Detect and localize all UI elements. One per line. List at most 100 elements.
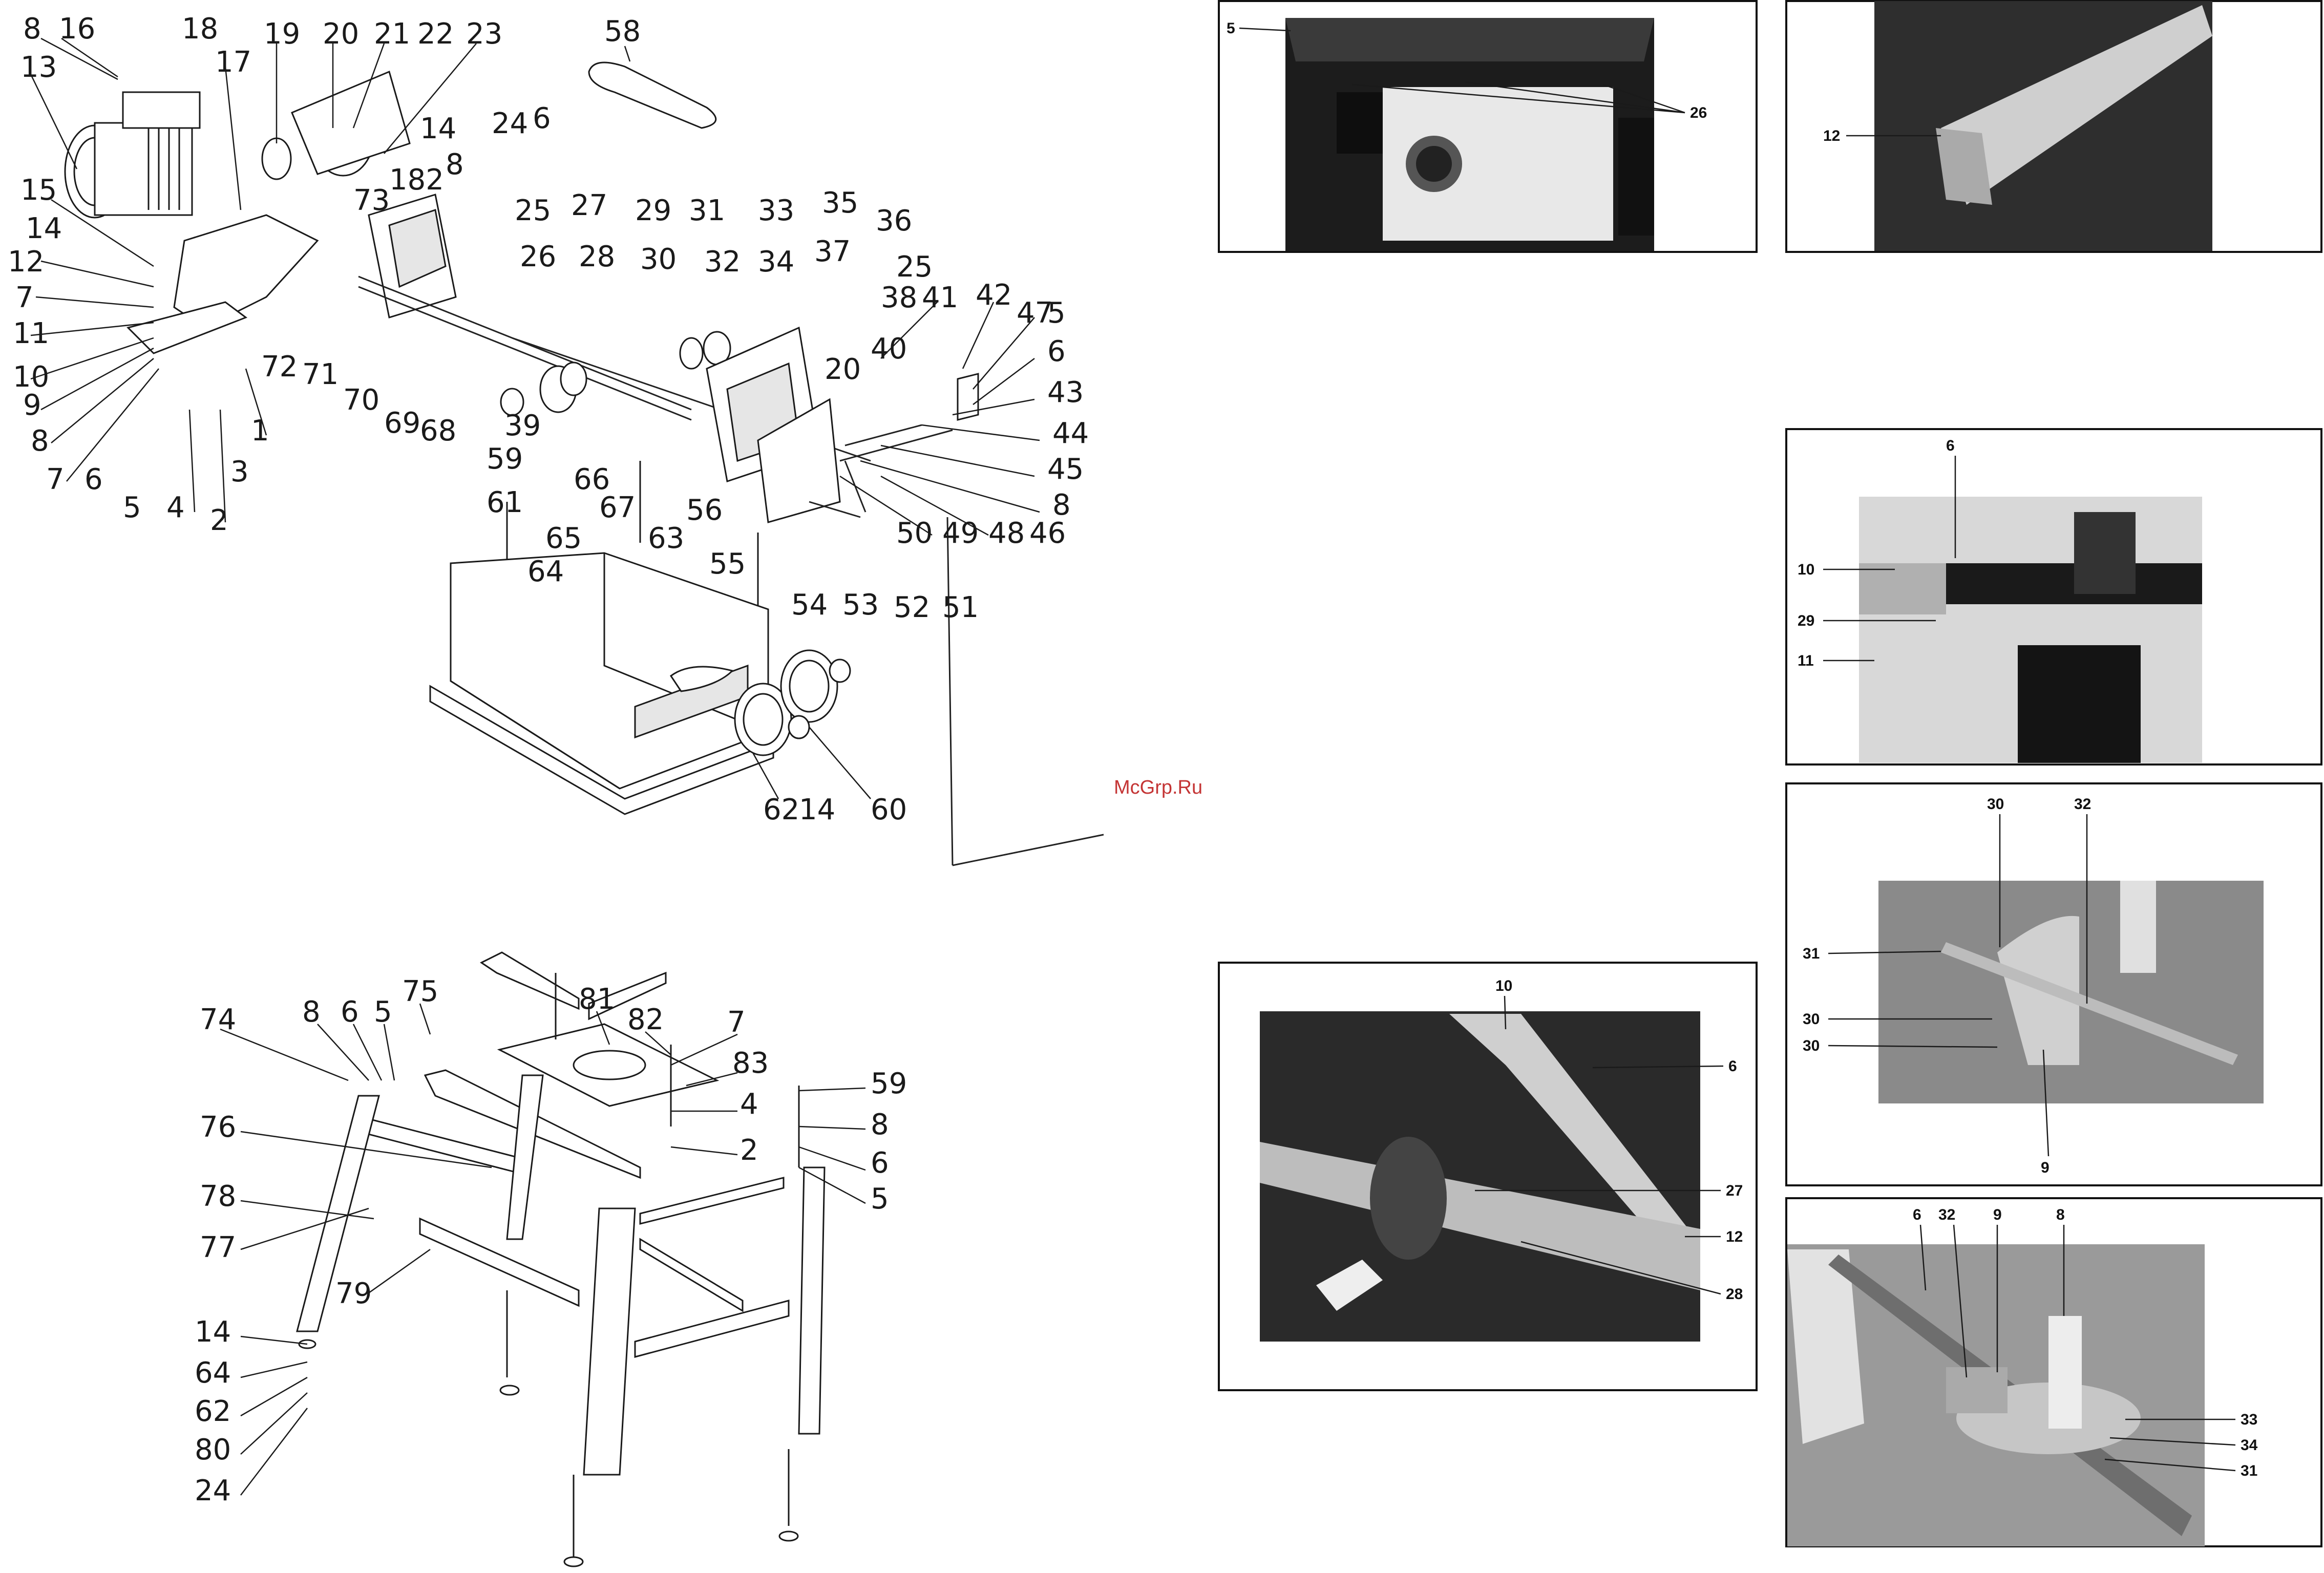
saw-label: 69 [384, 407, 420, 440]
photo6-label: 32 [1938, 1206, 1955, 1223]
stand-label: 8 [871, 1108, 889, 1141]
saw-label: 34 [758, 245, 794, 279]
stand-label: 81 [579, 983, 615, 1016]
saw-label: 37 [814, 235, 851, 268]
stand-label: 5 [871, 1182, 889, 1216]
photo-panel-4: 30 32 31 30 30 9 [1785, 782, 2322, 1186]
saw-label: 14 [799, 793, 835, 826]
saw-label: 28 [579, 240, 615, 273]
saw-label: 8 [31, 424, 49, 458]
stand-exploded-view [296, 951, 826, 1567]
photo-panel-1: 5 26 [1218, 0, 1758, 253]
saw-label: 10 [13, 360, 49, 394]
saw-label: 66 [574, 463, 610, 496]
photo6-label: 9 [1993, 1206, 2002, 1223]
photo-panel-2: 12 [1785, 0, 2322, 253]
stand-label: 82 [627, 1003, 664, 1036]
saw-label: 41 [922, 281, 958, 314]
saw-label: 39 [504, 409, 541, 442]
saw-label: 8 [446, 148, 464, 181]
saw-label: 13 [20, 51, 57, 84]
saw-label: 1 [251, 414, 269, 448]
stand-label: 79 [335, 1277, 372, 1310]
watermark: McGrp.Ru [1114, 777, 1202, 798]
photo6-label: 33 [2241, 1411, 2257, 1428]
saw-label: 14 [420, 112, 456, 145]
saw-label: 32 [704, 245, 741, 279]
saw-exploded-view [64, 61, 1104, 866]
saw-label: 71 [302, 358, 339, 391]
saw-label: 7 [46, 463, 65, 496]
photo6-label: 6 [1913, 1206, 1921, 1223]
saw-label: 68 [420, 414, 456, 448]
saw-label: 43 [1047, 376, 1084, 409]
photo6-label: 8 [2056, 1206, 2065, 1223]
photo3-label: 11 [1798, 652, 1814, 669]
saw-label: 33 [758, 194, 794, 227]
saw-label: 72 [261, 350, 298, 384]
saw-label: 17 [215, 46, 251, 79]
saw-label: 46 [1029, 517, 1066, 550]
saw-label: 8 [23, 12, 41, 46]
saw-label: 60 [871, 793, 907, 826]
saw-label: 62 [763, 793, 799, 826]
saw-label: 24 [492, 107, 528, 140]
photo6-label: 34 [2241, 1437, 2258, 1454]
saw-label: 6 [1047, 335, 1066, 368]
stand-label: 62 [195, 1395, 231, 1428]
saw-label: 42 [976, 279, 1012, 312]
photo3-label: 10 [1798, 561, 1814, 578]
saw-label: 5 [123, 491, 141, 524]
saw-label: 25 [515, 194, 551, 227]
stand-label: 6 [871, 1146, 889, 1180]
stand-label: 24 [195, 1474, 231, 1507]
saw-label: 50 [896, 517, 933, 550]
saw-label: 45 [1047, 453, 1084, 486]
saw-label: 25 [896, 250, 933, 284]
stand-label: 76 [200, 1111, 236, 1144]
saw-label: 44 [1052, 417, 1089, 450]
stand-label: 83 [732, 1047, 769, 1080]
saw-label: 12 [8, 245, 44, 279]
saw-label: 31 [689, 194, 725, 227]
photo-panel-5: 10 6 27 12 28 [1218, 962, 1758, 1391]
saw-label: 52 [894, 591, 930, 624]
stand-label: 6 [341, 995, 359, 1029]
saw-label: 36 [876, 204, 912, 238]
stand-label: 74 [200, 1003, 236, 1036]
stand-label: 4 [740, 1088, 758, 1121]
saw-label: 20 [825, 353, 861, 386]
saw-label: 9 [23, 389, 41, 422]
saw-label: 19 [264, 17, 300, 51]
saw-label: 6 [84, 463, 103, 496]
saw-label: 54 [791, 588, 828, 622]
stand-label: 2 [740, 1134, 758, 1167]
saw-label: 47 [1017, 296, 1053, 330]
saw-label: 27 [571, 189, 607, 222]
photo5-label: 10 [1495, 977, 1512, 994]
saw-leader-lines [30, 37, 1040, 799]
saw-label: 48 [988, 517, 1025, 550]
saw-label: 20 [323, 17, 359, 51]
photo3-label: 29 [1798, 612, 1814, 629]
photo5-label: 28 [1726, 1286, 1743, 1303]
saw-label: 182 [389, 163, 444, 197]
saw-label: 58 [604, 15, 641, 48]
photo5-label: 12 [1726, 1228, 1743, 1245]
photo5-label: 6 [1728, 1058, 1737, 1075]
stand-label: 64 [195, 1356, 231, 1390]
saw-label: 53 [842, 588, 879, 622]
saw-label: 6 [533, 102, 551, 135]
stand-label: 14 [195, 1315, 231, 1349]
saw-label: 16 [59, 12, 95, 46]
photo4-label: 30 [1987, 796, 2004, 813]
photo5-label: 27 [1726, 1182, 1743, 1199]
saw-label: 4 [166, 491, 185, 524]
saw-label: 38 [881, 281, 917, 314]
photo6-label: 31 [2241, 1462, 2257, 1479]
saw-label: 23 [466, 17, 502, 51]
saw-label: 56 [686, 494, 723, 527]
saw-label: 18 [182, 12, 218, 46]
photo4-label: 9 [2041, 1159, 2050, 1176]
stand-label: 8 [302, 995, 321, 1029]
